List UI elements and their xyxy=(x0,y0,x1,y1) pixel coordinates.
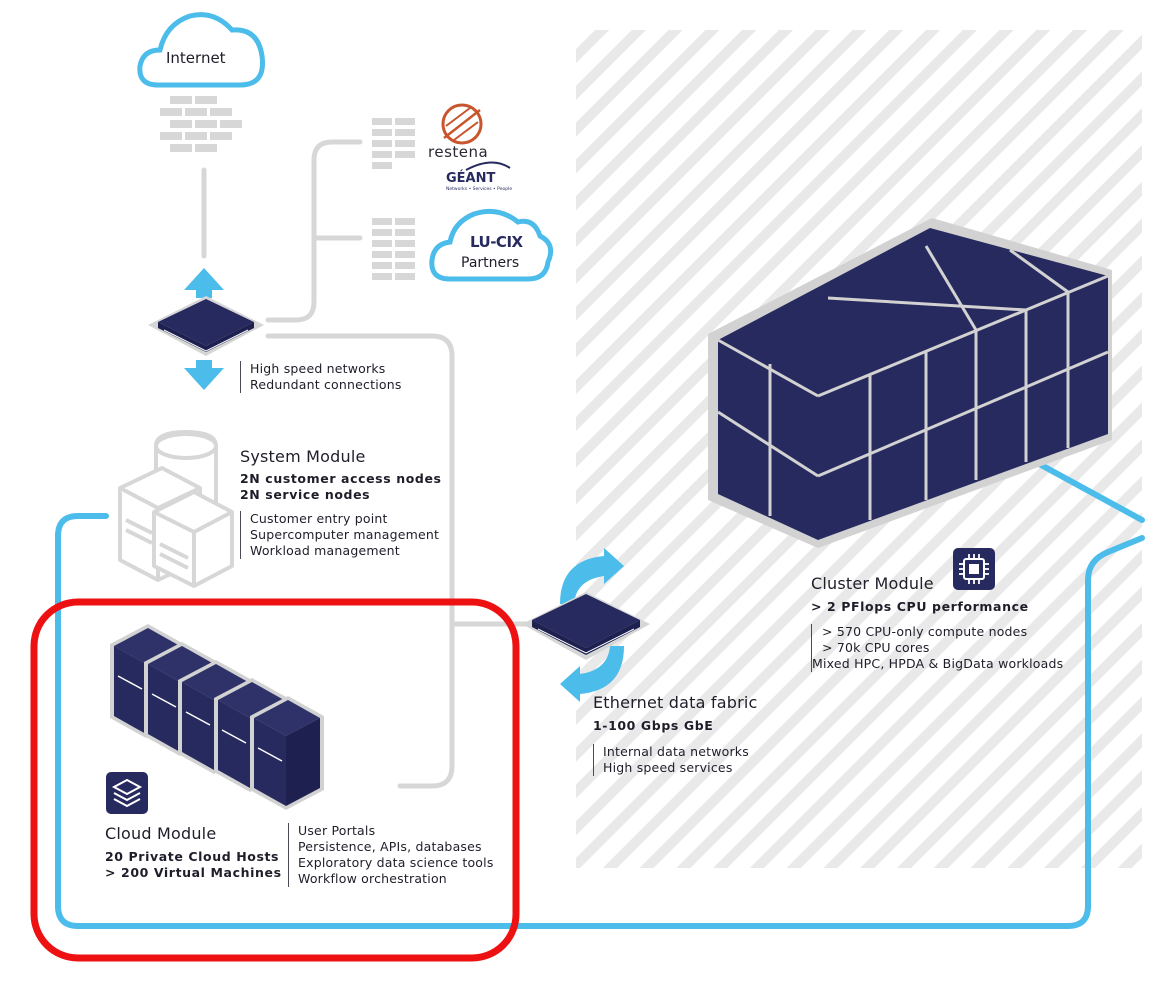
cluster-module-title: Cluster Module xyxy=(811,574,934,593)
fabric-title: Ethernet data fabric xyxy=(593,693,758,712)
fabric-notes: Internal data networks High speed servic… xyxy=(593,744,749,776)
fabric-note: High speed services xyxy=(603,760,733,775)
cloud-note: Exploratory data science tools xyxy=(298,855,494,870)
internet-label: Internet xyxy=(166,49,226,67)
fabric-switch-icon xyxy=(522,548,650,702)
system-note: Supercomputer management xyxy=(250,527,440,542)
router-note: High speed networks xyxy=(250,361,386,376)
grey-network-lines xyxy=(201,139,543,789)
server-icon xyxy=(118,430,234,588)
cluster-container xyxy=(708,218,1112,548)
cloud-spec-line: > 200 Virtual Machines xyxy=(105,865,282,880)
cloud-module-notes: User Portals Persistence, APIs, database… xyxy=(288,823,494,887)
cluster-note: > 70k CPU cores xyxy=(822,640,930,655)
restena-label: restena xyxy=(428,143,489,161)
system-note: Workload management xyxy=(250,543,400,558)
system-note: Customer entry point xyxy=(250,511,388,526)
geant-swoosh xyxy=(465,161,511,171)
cloud-racks-icon xyxy=(110,624,324,810)
layers-icon xyxy=(106,772,148,814)
firewall-icon xyxy=(160,96,242,152)
arrow-icon xyxy=(560,646,624,702)
cloud-note: Persistence, APIs, databases xyxy=(298,839,482,854)
cpu-chip-icon xyxy=(953,548,995,590)
fabric-note: Internal data networks xyxy=(603,744,749,759)
system-module-notes: Customer entry point Supercomputer manag… xyxy=(240,511,439,559)
arrow-down-icon xyxy=(184,360,224,390)
system-spec-line: 2N service nodes xyxy=(240,487,371,502)
system-module-title: System Module xyxy=(240,447,366,466)
firewall-icon xyxy=(372,218,415,280)
cloud-module-title: Cloud Module xyxy=(105,824,217,843)
system-module-specs: 2N customer access nodes 2N service node… xyxy=(240,471,442,503)
blue-cluster-link xyxy=(1029,457,1145,523)
lucix-label: LU-CIX xyxy=(470,233,523,251)
router-note: Redundant connections xyxy=(250,377,402,392)
blue-loop-line xyxy=(55,513,1145,929)
cloud-note: Workflow orchestration xyxy=(298,871,447,886)
cluster-note: > 570 CPU-only compute nodes xyxy=(822,624,1028,639)
geant-tagline: Networks • Services • People xyxy=(446,187,513,192)
cluster-module-notes: > 570 CPU-only compute nodes > 70k CPU c… xyxy=(811,624,1063,672)
cloud-note: User Portals xyxy=(298,823,376,838)
router-notes: High speed networks Redundant connection… xyxy=(240,361,402,393)
system-spec-line: 2N customer access nodes xyxy=(240,471,442,486)
arrow-up-icon xyxy=(184,268,224,298)
geant-label: GÉANT xyxy=(446,171,496,186)
cloud-icon xyxy=(137,12,266,88)
cloud-module-specs: 20 Private Cloud Hosts > 200 Virtual Mac… xyxy=(105,849,282,881)
cluster-spec-line: > 2 PFlops CPU performance xyxy=(811,599,1029,614)
restena-logo xyxy=(441,103,483,145)
firewall-icon xyxy=(372,118,415,169)
fabric-spec-line: 1-100 Gbps GbE xyxy=(593,718,714,733)
partners-label: Partners xyxy=(461,255,520,271)
partners-cloud-icon xyxy=(429,208,554,282)
cloud-spec-line: 20 Private Cloud Hosts xyxy=(105,849,280,864)
cluster-note: Mixed HPC, HPDA & BigData workloads xyxy=(812,656,1064,671)
router-icon xyxy=(148,268,264,390)
arrow-icon xyxy=(560,548,624,604)
highlight-box xyxy=(30,598,520,962)
